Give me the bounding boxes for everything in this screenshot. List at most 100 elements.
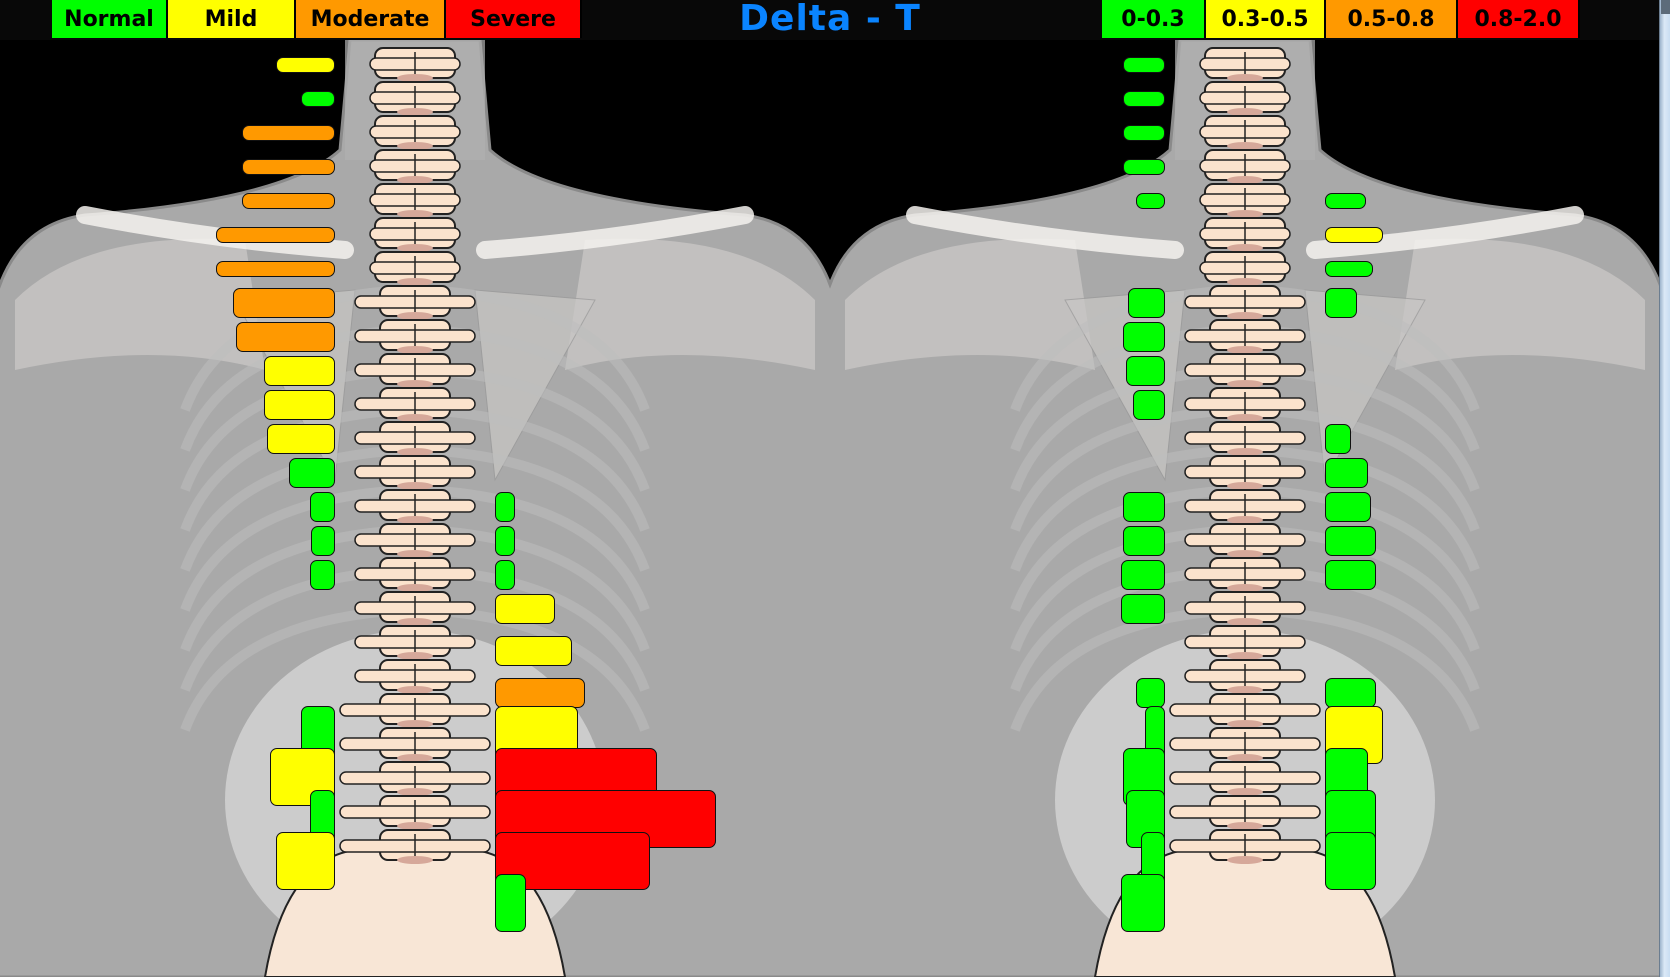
disc bbox=[397, 686, 433, 694]
rib bbox=[424, 285, 650, 412]
range-legend-0.8-2.0: 0.8-2.0 bbox=[1458, 0, 1580, 38]
bar-left-level-5 bbox=[241, 193, 335, 209]
bar-left-level-1 bbox=[1122, 57, 1165, 73]
rib bbox=[180, 405, 406, 532]
bar-right-level-7 bbox=[1325, 261, 1373, 277]
bar-left-level-13 bbox=[289, 458, 335, 488]
disc bbox=[1227, 856, 1263, 864]
disc bbox=[1227, 448, 1263, 456]
page-title: Delta - T bbox=[739, 0, 921, 39]
rib bbox=[1254, 445, 1480, 572]
bar-left-level-3 bbox=[1122, 125, 1165, 141]
disc bbox=[1227, 380, 1263, 388]
left-clavicle bbox=[906, 206, 1184, 259]
disc bbox=[397, 720, 433, 728]
disc bbox=[1227, 74, 1263, 82]
bar-left-level-2 bbox=[1122, 91, 1165, 107]
disc bbox=[397, 584, 433, 592]
disc bbox=[1227, 142, 1263, 150]
bar-right-level-8 bbox=[1325, 288, 1358, 318]
bar-left-level-3 bbox=[241, 125, 335, 141]
bar-left-level-11 bbox=[263, 390, 335, 420]
bar-left-level-14 bbox=[309, 492, 335, 522]
bar-left-level-8 bbox=[233, 288, 335, 318]
disc bbox=[397, 448, 433, 456]
disc bbox=[397, 210, 433, 218]
bar-left-level-6 bbox=[216, 227, 335, 243]
bar-left-level-16 bbox=[309, 560, 335, 590]
right-scan-panel bbox=[830, 40, 1660, 977]
left-clavicle bbox=[76, 206, 354, 259]
range-legend-0-0.3: 0-0.3 bbox=[1102, 0, 1206, 38]
bar-left-level-23 bbox=[275, 832, 335, 890]
disc bbox=[1227, 278, 1263, 286]
bar-left-level-7 bbox=[216, 261, 335, 277]
disc bbox=[1227, 618, 1263, 626]
right-clavicle bbox=[476, 206, 754, 259]
rib bbox=[180, 485, 406, 612]
disc bbox=[397, 74, 433, 82]
bar-left-level-8 bbox=[1127, 288, 1165, 318]
bar-right-level-19 bbox=[1325, 678, 1376, 708]
disc bbox=[397, 652, 433, 660]
disc bbox=[397, 244, 433, 252]
rib bbox=[1254, 405, 1480, 532]
legend-moderate: Moderate bbox=[296, 0, 446, 38]
disc bbox=[397, 856, 433, 864]
bar-right-level-6 bbox=[1325, 227, 1383, 243]
disc bbox=[397, 822, 433, 830]
disc bbox=[1227, 108, 1263, 116]
scrollbar-thumb[interactable] bbox=[1661, 0, 1670, 14]
bar-right-level-16 bbox=[495, 560, 515, 590]
right-shoulder bbox=[1395, 238, 1645, 370]
bar-left-level-12 bbox=[267, 424, 335, 454]
rib bbox=[180, 445, 406, 572]
disc bbox=[397, 618, 433, 626]
body-illustration bbox=[0, 40, 830, 977]
bar-left-level-1 bbox=[275, 57, 335, 73]
disc bbox=[1227, 244, 1263, 252]
left-shoulder bbox=[15, 238, 265, 370]
vertical-scrollbar[interactable] bbox=[1659, 0, 1670, 977]
disc bbox=[1227, 482, 1263, 490]
legend-normal: Normal bbox=[52, 0, 168, 38]
header-bar: Normal Mild Moderate Severe Delta - T 0-… bbox=[0, 0, 1660, 40]
bar-left-level-5 bbox=[1136, 193, 1165, 209]
bar-right-level-24 bbox=[495, 874, 526, 932]
bar-right-level-5 bbox=[1325, 193, 1366, 209]
bar-right-level-16 bbox=[1325, 560, 1376, 590]
rib bbox=[1010, 405, 1236, 532]
disc bbox=[1227, 584, 1263, 592]
disc bbox=[397, 414, 433, 422]
disc bbox=[397, 482, 433, 490]
bar-right-level-18 bbox=[495, 636, 572, 666]
legend-mild: Mild bbox=[168, 0, 296, 38]
bar-left-level-2 bbox=[301, 91, 335, 107]
disc bbox=[1227, 210, 1263, 218]
bar-left-level-4 bbox=[1122, 159, 1165, 175]
bar-left-level-9 bbox=[1122, 322, 1165, 352]
bar-right-level-17 bbox=[495, 594, 555, 624]
disc bbox=[1227, 346, 1263, 354]
bar-left-level-11 bbox=[1132, 390, 1165, 420]
disc bbox=[397, 516, 433, 524]
bar-left-level-15 bbox=[311, 526, 335, 556]
rib bbox=[424, 485, 650, 612]
rib bbox=[424, 405, 650, 532]
disc bbox=[397, 550, 433, 558]
legend-severe: Severe bbox=[446, 0, 582, 38]
disc bbox=[1227, 754, 1263, 762]
range-legend-0.3-0.5: 0.3-0.5 bbox=[1206, 0, 1326, 38]
disc bbox=[397, 312, 433, 320]
disc bbox=[397, 754, 433, 762]
bar-right-level-12 bbox=[1325, 424, 1351, 454]
bar-left-level-24 bbox=[1120, 874, 1165, 932]
disc bbox=[397, 380, 433, 388]
disc bbox=[1227, 788, 1263, 796]
bar-right-level-23 bbox=[1325, 832, 1376, 890]
bar-right-level-14 bbox=[1325, 492, 1371, 522]
body-illustration bbox=[830, 40, 1660, 977]
right-shoulder bbox=[565, 238, 815, 370]
disc bbox=[1227, 822, 1263, 830]
bar-right-level-14 bbox=[495, 492, 515, 522]
